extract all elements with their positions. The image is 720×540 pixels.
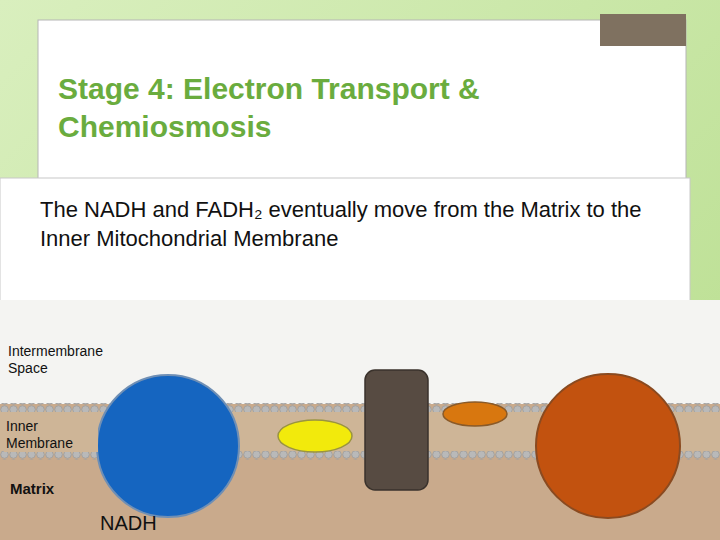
slide-bar <box>600 14 686 46</box>
region-label: Matrix <box>8 480 56 498</box>
region-label: Inner Membrane <box>4 418 98 452</box>
region-label: Intermembrane Space <box>6 343 130 377</box>
complex-one <box>97 375 239 517</box>
complex-three <box>365 370 428 490</box>
panel-text: The NADH and FADH₂ eventually move from … <box>40 196 670 253</box>
complex-two <box>278 420 352 452</box>
cytochrome-c <box>443 402 507 426</box>
slide-title: Stage 4: Electron Transport & Chemiosmos… <box>58 70 578 145</box>
text-panel: The NADH and FADH₂ eventually move from … <box>0 178 690 271</box>
complex-four <box>536 374 680 518</box>
region-label: NADH <box>98 511 159 535</box>
